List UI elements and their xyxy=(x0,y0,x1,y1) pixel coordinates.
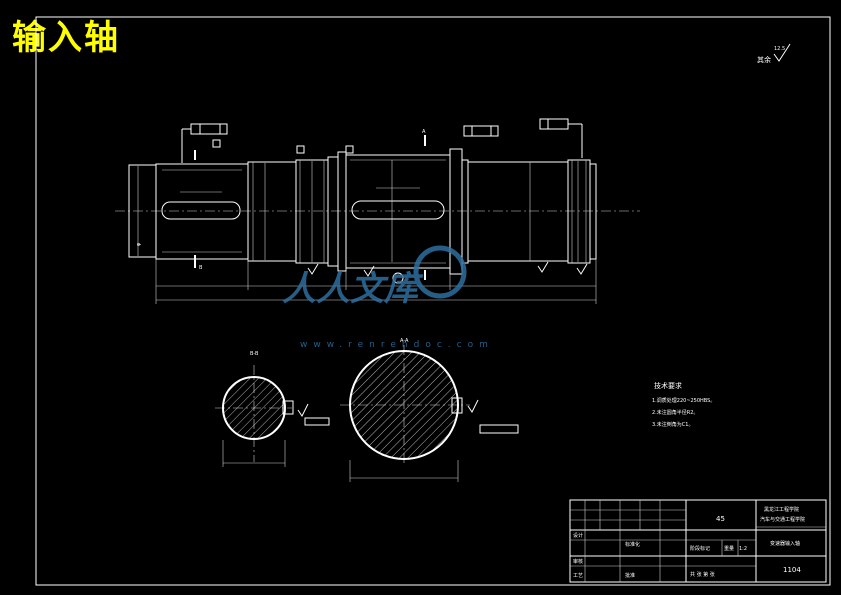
svg-text:设计: 设计 xyxy=(573,532,583,539)
svg-text:批准: 批准 xyxy=(625,572,635,579)
svg-text:黑龙江工程学院: 黑龙江工程学院 xyxy=(764,506,799,513)
svg-text:B-B: B-B xyxy=(250,351,259,357)
title-block: 45 黑龙江工程学院 汽车与交通工程学院 变速器输入轴 阶段标记 重量 1:2 … xyxy=(569,499,827,583)
drawing-title: 输入轴 xyxy=(12,18,120,58)
svg-text:阶段标记: 阶段标记 xyxy=(690,545,710,552)
datum-box-3 xyxy=(345,145,354,154)
datum-box-1 xyxy=(212,139,221,148)
svg-text:审核: 审核 xyxy=(573,558,583,565)
shaft-segment-2 xyxy=(247,161,297,262)
section-a-tolerance xyxy=(479,424,519,434)
roughness-symbol-icon xyxy=(773,43,791,62)
shaft-segment-5 xyxy=(467,161,569,262)
shaft-segment-6 xyxy=(567,159,591,264)
section-b-keyway xyxy=(282,400,294,415)
technical-requirements: 技术要求 1.调质处理220~250HBS。 2.未注圆角半径R2。 3.未注倒… xyxy=(652,381,715,428)
shaft-main-view: B A φ xyxy=(115,118,640,304)
shaft-groove-1 xyxy=(327,156,339,267)
section-a-outline xyxy=(349,350,459,460)
datum-box-2 xyxy=(296,145,305,154)
svg-text:工艺: 工艺 xyxy=(573,573,583,579)
tolerance-frame-3 xyxy=(539,118,569,130)
svg-text:1:2: 1:2 xyxy=(739,546,747,552)
svg-text:2.未注圆角半径R2。: 2.未注圆角半径R2。 xyxy=(652,409,698,416)
section-b-outline xyxy=(222,376,286,440)
watermark: 人人文库 www.renrendoc.com xyxy=(282,245,494,350)
svg-text:3.未注倒角为C1。: 3.未注倒角为C1。 xyxy=(652,421,693,428)
svg-text:φ: φ xyxy=(136,242,142,246)
svg-text:A: A xyxy=(422,129,426,135)
roughness-note: 其余 12.5 xyxy=(757,43,791,64)
svg-text:人人文库: 人人文库 xyxy=(282,269,424,309)
tolerance-frame-1 xyxy=(190,123,228,135)
svg-text:1.调质处理220~250HBS。: 1.调质处理220~250HBS。 xyxy=(652,397,715,404)
keyway-2 xyxy=(351,200,445,220)
section-a-keyway xyxy=(451,397,463,414)
keyway-1 xyxy=(161,201,241,220)
shaft-groove-2 xyxy=(461,159,469,264)
svg-text:标准化: 标准化 xyxy=(625,541,640,548)
tolerance-frame-2 xyxy=(463,125,499,137)
shaft-segment-1 xyxy=(155,163,249,260)
shaft-collar-1 xyxy=(337,151,347,272)
section-b-tolerance xyxy=(304,417,330,426)
svg-text:45: 45 xyxy=(716,515,725,523)
svg-text:技术要求: 技术要求 xyxy=(654,381,682,390)
svg-text:其余: 其余 xyxy=(757,55,771,64)
svg-text:汽车与交通工程学院: 汽车与交通工程学院 xyxy=(760,516,805,523)
section-a-a: A-A xyxy=(340,338,519,482)
reference-circle xyxy=(392,272,404,284)
svg-text:1104: 1104 xyxy=(783,566,801,574)
svg-text:变速器输入轴: 变速器输入轴 xyxy=(770,540,800,547)
drawing-frame xyxy=(35,16,831,586)
svg-text:12.5: 12.5 xyxy=(774,46,785,52)
svg-text:B: B xyxy=(199,265,203,271)
shaft-end-right xyxy=(589,163,597,260)
svg-text:A-A: A-A xyxy=(400,338,409,344)
section-b-b: B-B xyxy=(215,351,330,467)
svg-text:重量: 重量 xyxy=(724,545,734,552)
svg-text:共 张 第 张: 共 张 第 张 xyxy=(690,571,715,578)
svg-text:www.renrendoc.com: www.renrendoc.com xyxy=(300,340,494,350)
